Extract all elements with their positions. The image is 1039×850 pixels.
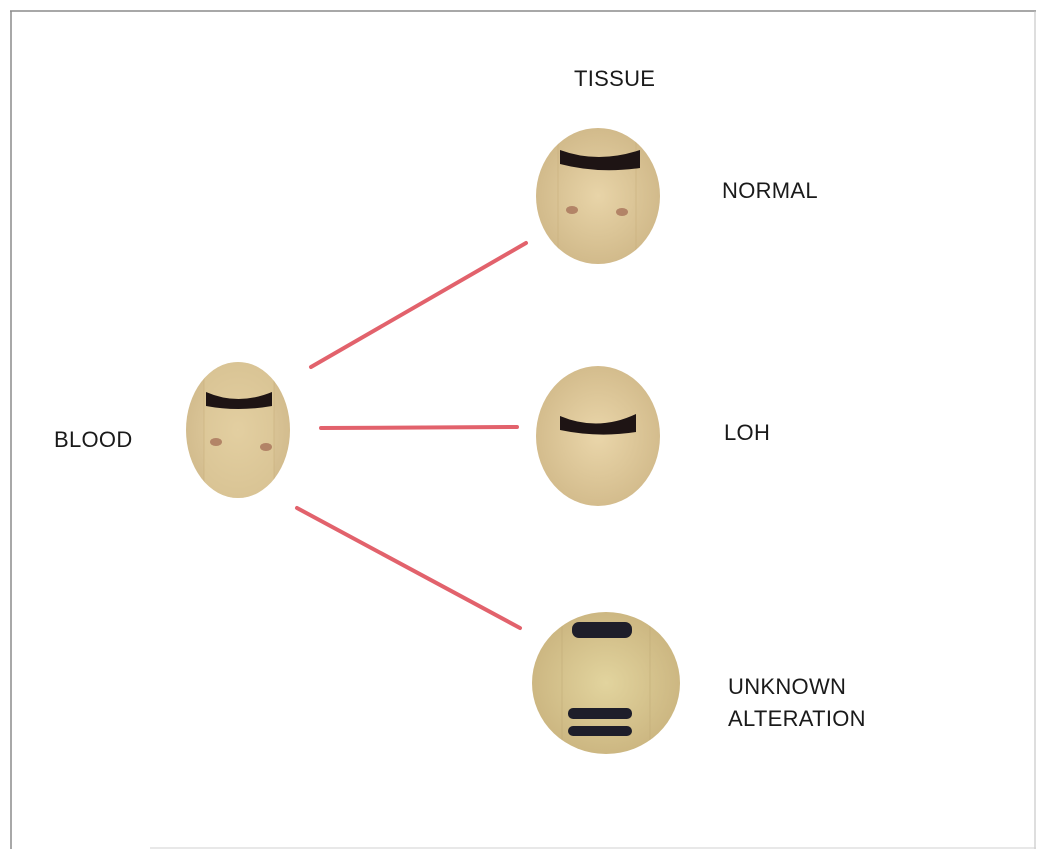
- connector-loh: [321, 427, 517, 428]
- tissue-label: TISSUE: [574, 64, 655, 94]
- band-lower-right: [616, 208, 628, 216]
- blood-label: BLOOD: [54, 425, 133, 455]
- band-lower-left: [210, 438, 222, 446]
- band-middle: [568, 708, 632, 719]
- gel-spot-blood: [186, 362, 290, 498]
- gel-spot-normal: [536, 128, 660, 264]
- connector-normal: [311, 243, 526, 367]
- unknown-label-line2: ALTERATION: [728, 704, 866, 734]
- loh-label: LOH: [724, 418, 770, 448]
- normal-label: NORMAL: [722, 176, 818, 206]
- unknown-label-line1: UNKNOWN: [728, 672, 846, 702]
- band-lower-left: [566, 206, 578, 214]
- gel-spot-loh: [536, 366, 660, 506]
- gel-spot-unknown: [532, 612, 680, 754]
- band-top: [572, 622, 632, 638]
- band-bottom: [568, 726, 632, 736]
- band-lower-right: [260, 443, 272, 451]
- connector-unknown: [297, 508, 520, 628]
